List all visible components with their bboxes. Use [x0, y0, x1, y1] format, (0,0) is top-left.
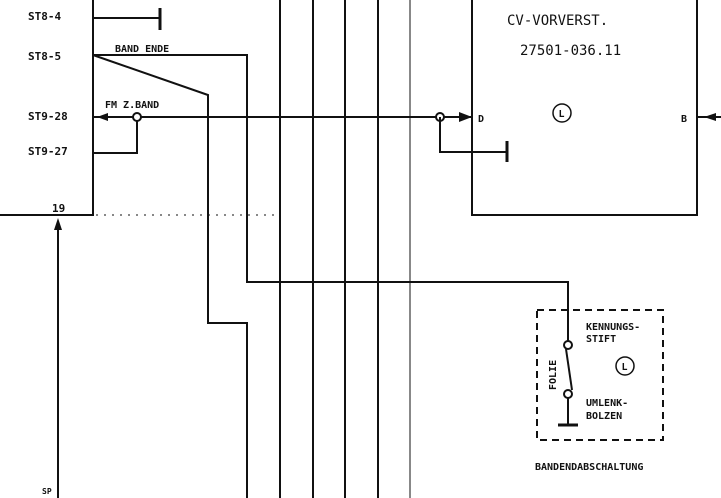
kennungs-label-2: STIFT — [586, 334, 616, 345]
switch-contact-bottom — [563, 389, 573, 399]
module-part-number: 27501-036.11 — [520, 43, 621, 59]
kennungs-label-1: KENNUNGS- — [586, 322, 640, 333]
umlenk-label-1: UMLENK- — [586, 398, 628, 409]
fm-z-band-label: FM Z.BAND — [105, 100, 159, 111]
switch-blade — [565, 348, 573, 391]
signal-arrow-module — [459, 112, 472, 122]
module-pin-b: B — [681, 114, 687, 125]
sp-label: SP — [42, 487, 52, 496]
pin-st8-5: ST8-5 — [28, 50, 61, 63]
pin-st9-27: ST9-27 — [28, 145, 68, 158]
pin-19: 19 — [52, 202, 65, 215]
pin-st9-28: ST9-28 — [28, 110, 68, 123]
folie-label: FOLIE — [548, 360, 559, 390]
bandendabschaltung-caption: BANDENDABSCHALTUNG — [535, 462, 643, 473]
st9-27-wire — [93, 117, 138, 154]
switch-circle-letter: L — [622, 362, 628, 373]
module-box — [471, 0, 698, 216]
switch-box — [536, 309, 664, 441]
junction-fm — [132, 112, 142, 122]
band-ende-wire-2 — [92, 54, 248, 498]
module-circle-symbol — [552, 103, 572, 123]
module-output-arrow — [704, 113, 716, 121]
module-ground-wire — [439, 117, 507, 153]
umlenk-label-2: BOLZEN — [586, 411, 622, 422]
left-connector-block — [0, 0, 94, 216]
signal-arrow-left — [97, 113, 108, 121]
module-pin-d: D — [478, 114, 484, 125]
module-title: CV-VORVERST. — [507, 13, 608, 29]
pin-st8-4: ST8-4 — [28, 10, 61, 23]
switch-circle-symbol — [615, 356, 635, 376]
switch-contact-top — [563, 340, 573, 350]
band-ende-wire — [93, 54, 569, 345]
band-ende-label: BAND ENDE — [115, 44, 169, 55]
module-circle-letter: L — [559, 109, 565, 120]
pin-19-arrow — [54, 218, 62, 230]
